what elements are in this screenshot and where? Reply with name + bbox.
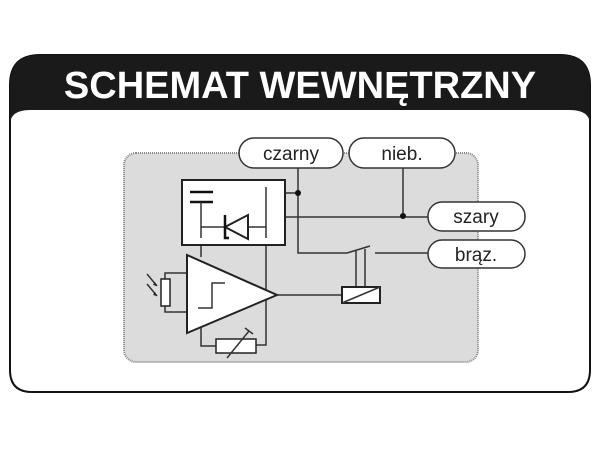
wire-label-brown: brąz. — [427, 239, 526, 269]
svg-text:czarny: czarny — [263, 144, 319, 165]
diode-icon — [222, 213, 249, 241]
wire-label-black: czarny — [238, 137, 344, 169]
potentiometer-icon — [215, 327, 257, 359]
wiring — [164, 168, 428, 347]
step-icon — [198, 282, 225, 309]
svg-text:brąz.: brąz. — [455, 245, 497, 266]
title: SCHEMAT WEWNĘTRZNY — [64, 65, 536, 107]
header-bar — [10, 55, 590, 125]
svg-text:nieb.: nieb. — [381, 144, 422, 165]
relay-coil-icon — [341, 286, 381, 304]
power-supply-block — [181, 179, 286, 246]
photoresistor-icon — [146, 273, 171, 307]
sensor-housing — [123, 152, 479, 363]
wire-label-grey: szary — [427, 201, 526, 232]
comparator-amplifier — [186, 253, 280, 335]
wire-label-blue: nieb. — [348, 137, 456, 169]
svg-text:szary: szary — [453, 207, 499, 228]
